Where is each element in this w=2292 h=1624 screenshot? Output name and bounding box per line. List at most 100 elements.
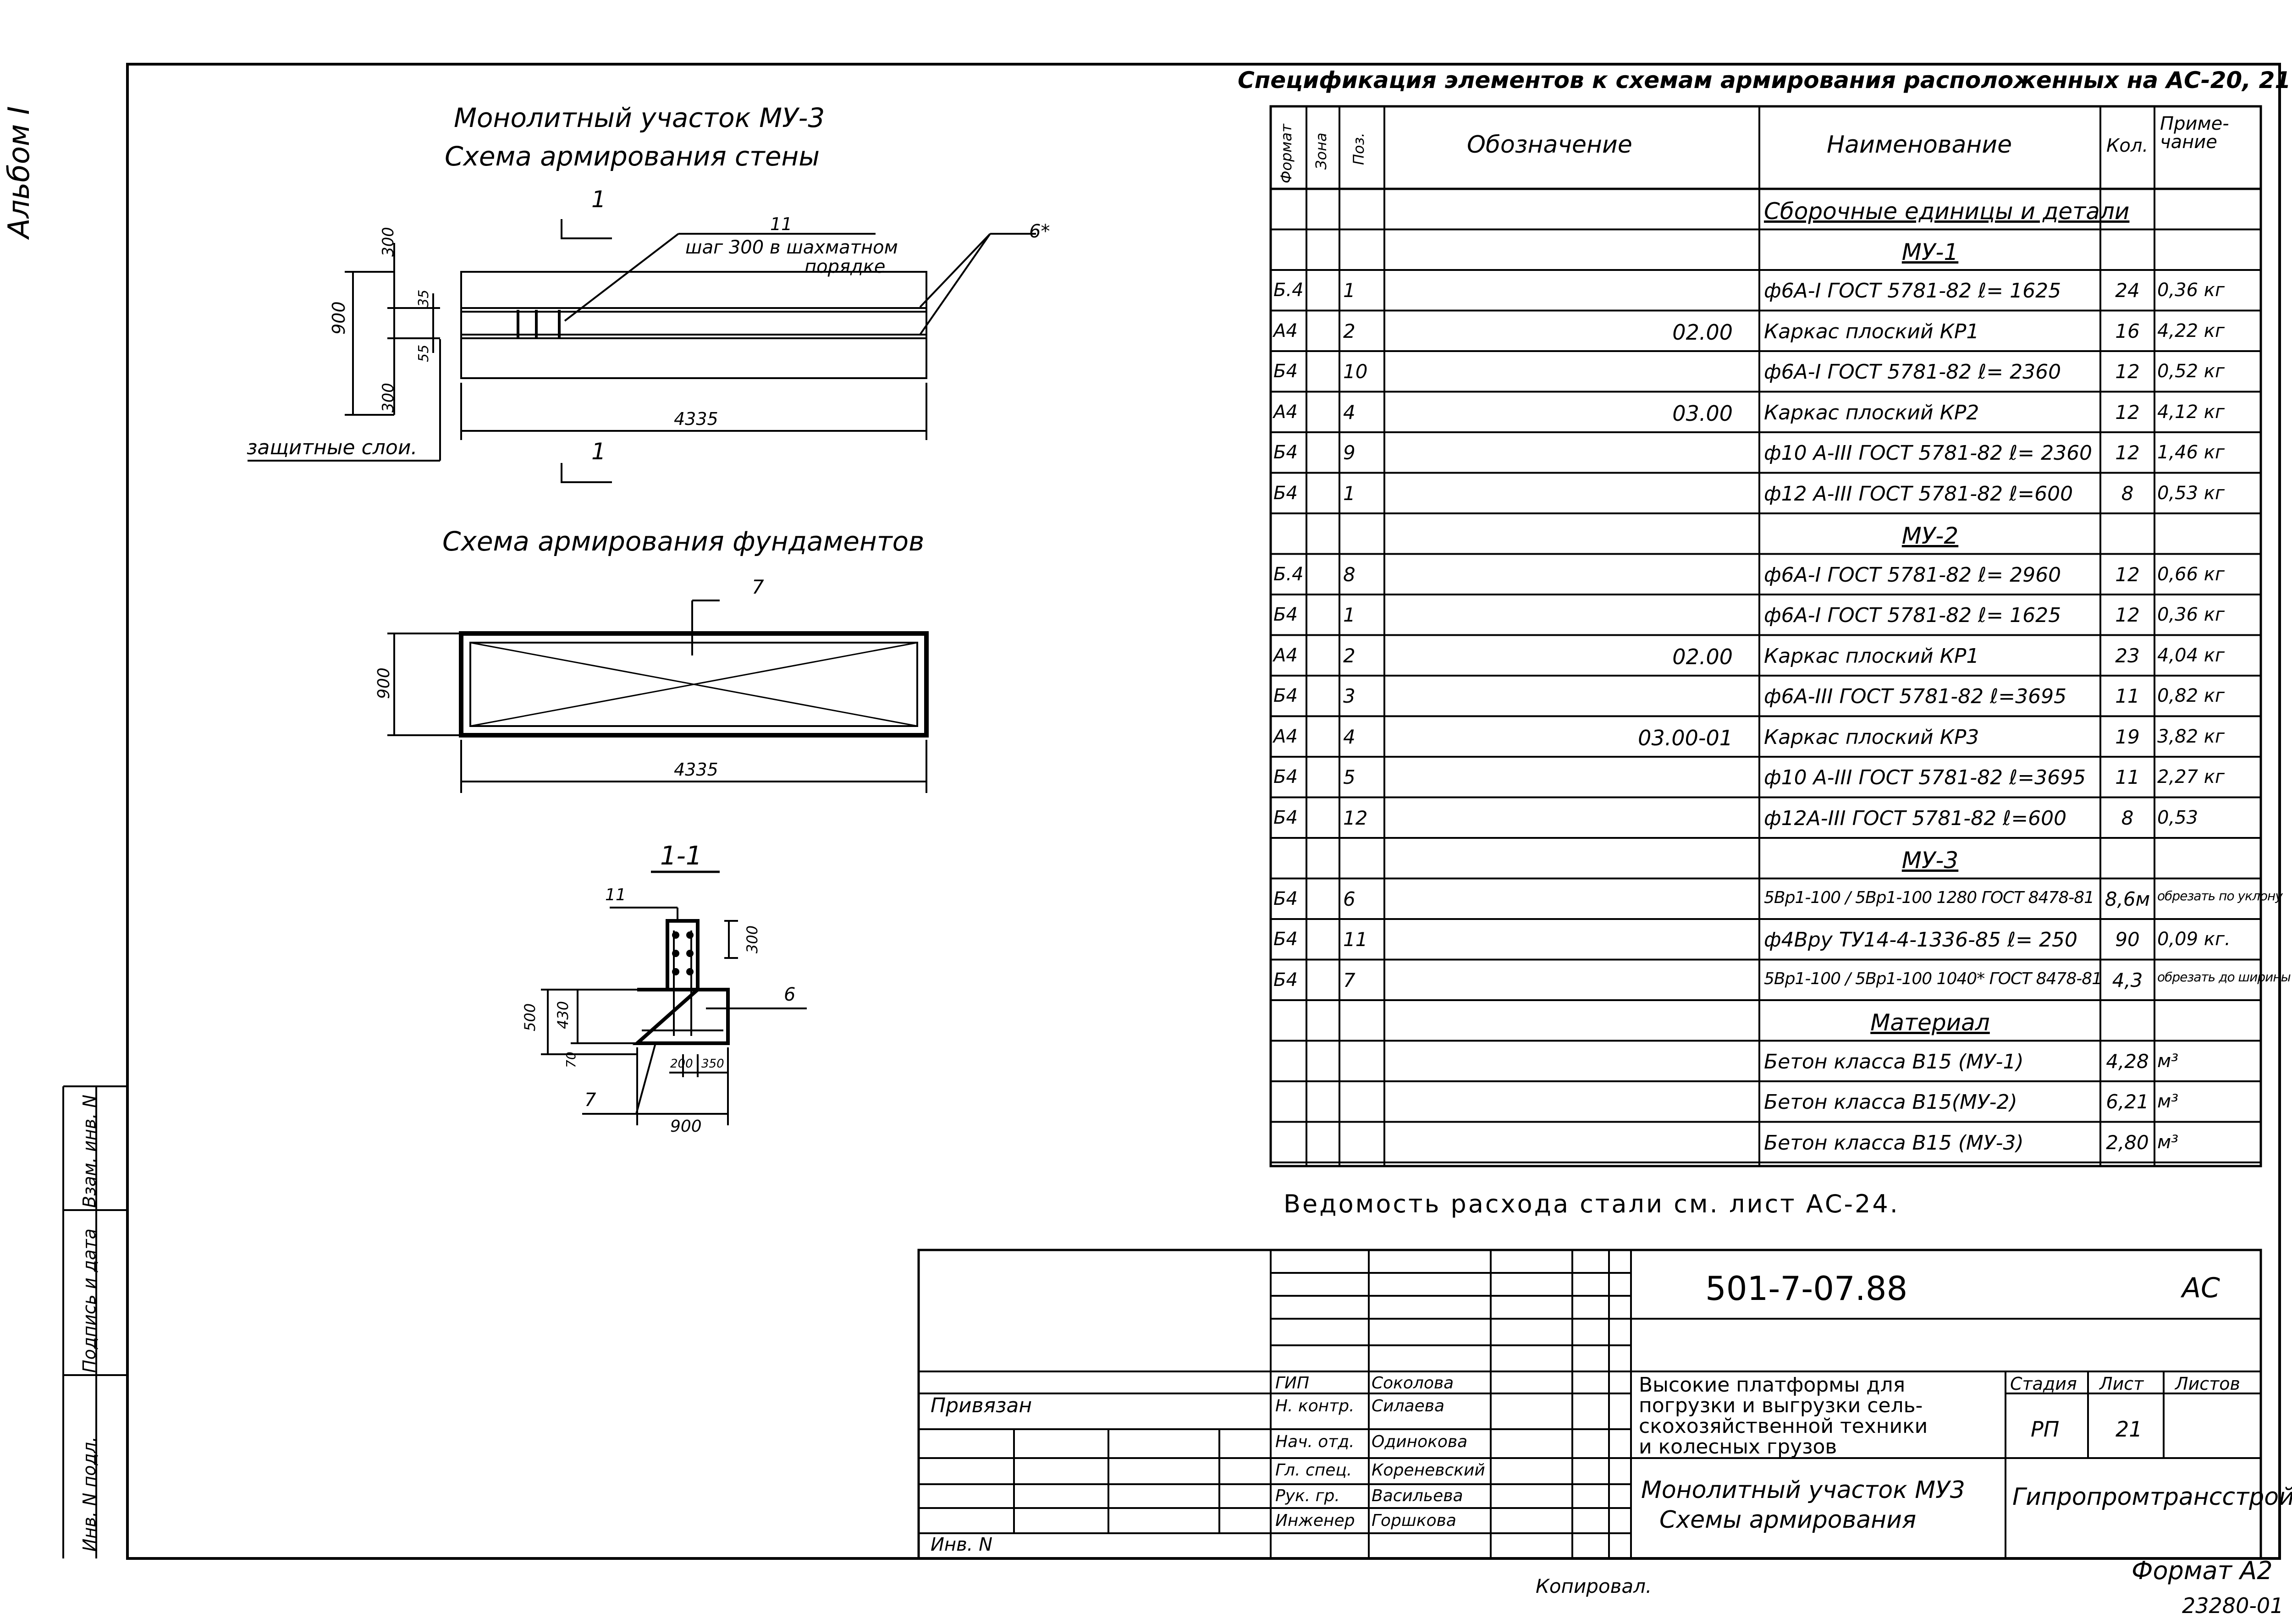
spec-cell-note: 0,09 кг.	[2157, 929, 2231, 950]
section-mark-bottom: 1	[591, 438, 606, 465]
section-dim-350: 350	[701, 1057, 724, 1071]
sheet-value: 21	[2116, 1417, 2143, 1442]
spec-cell-note: обрезать до ширины 860	[2157, 969, 2292, 985]
spec-cell-pos: 1	[1343, 482, 1355, 505]
spec-cell-format: Б4	[1273, 766, 1298, 787]
stage-label: Стадия	[2010, 1374, 2077, 1394]
spec-cell-name: Бетон класса В15(МУ-2)	[1764, 1090, 2017, 1114]
spec-cell-note: 4,12 кг	[2157, 401, 2225, 423]
spec-cell-qty: 12	[2115, 360, 2140, 383]
wall-dim-900: 900	[329, 301, 349, 335]
sheet-label: Лист	[2099, 1374, 2144, 1394]
tb-name: Горшкова	[1372, 1511, 1456, 1530]
spec-cell-designation: 02.00	[1672, 319, 1733, 345]
tb-name: Силаева	[1372, 1397, 1445, 1415]
section-pos-6: 6	[784, 984, 796, 1005]
wall-pos-6: 6*	[1029, 221, 1050, 242]
wall-scheme-title-1: Монолитный участок МУ-3	[454, 102, 825, 133]
spec-cell-format: Б4	[1273, 604, 1298, 625]
spec-cell-name: МУ-3	[1901, 847, 1959, 874]
doc-code: 501-7-07.88	[1705, 1269, 1908, 1308]
spec-cell-format: Б.4	[1273, 563, 1304, 585]
spec-cell-note: 0,53 кг	[2157, 482, 2225, 504]
spec-cell-qty: 90	[2115, 928, 2140, 951]
spec-cell-name: Каркас плоский КР1	[1764, 319, 1979, 343]
section-dim-430: 430	[554, 1001, 572, 1029]
spec-cell-name: 5Вр1-100 / 5Вр1-100 1040* ГОСТ 8478-81	[1764, 969, 2102, 988]
spec-cell-name: Материал	[1870, 1009, 1990, 1036]
section-dim-500: 500	[521, 1003, 539, 1031]
spec-cell-qty: 11	[2115, 685, 2140, 707]
spec-cell-note: 4,22 кг	[2157, 320, 2225, 341]
spec-cell-pos: 8	[1343, 563, 1355, 586]
section-dim-200: 200	[670, 1057, 693, 1071]
spec-cell-format: Б4	[1273, 969, 1298, 991]
project-title-2: погрузки и выгрузки сель-	[1639, 1394, 1923, 1417]
foundation-dim-4335: 4335	[674, 760, 718, 780]
spec-cell-pos: 4	[1343, 725, 1355, 748]
spec-cell-name: Каркас плоский КР3	[1764, 725, 1979, 749]
spec-header-designation: Обозначение	[1467, 131, 1632, 159]
spec-cell-format: А4	[1273, 320, 1298, 341]
sheet-title-2: Схемы армирования	[1659, 1506, 1917, 1534]
inv-label: Инв. N	[931, 1534, 992, 1555]
project-title-4: и колесных грузов	[1639, 1435, 1837, 1459]
tb-role: Рук. гр.	[1275, 1486, 1340, 1505]
wall-pos-11: 11	[770, 214, 793, 234]
spec-cell-name: ф10 А-III ГОСТ 5781-82 ℓ= 2360	[1764, 441, 2093, 465]
spec-header-name: Наименование	[1827, 131, 2012, 159]
copied-label: Копировал.	[1536, 1575, 1652, 1597]
spec-cell-qty: 12	[2115, 604, 2140, 626]
spec-cell-format: Б4	[1273, 361, 1298, 382]
spec-cell-pos: 11	[1343, 928, 1368, 951]
sheets-label: Листов	[2175, 1374, 2240, 1394]
spec-cell-qty: 24	[2115, 279, 2140, 302]
spec-header-qty: Кол.	[2106, 135, 2149, 156]
spec-cell-qty: 8	[2121, 482, 2134, 505]
tb-role: ГИП	[1275, 1374, 1310, 1393]
spec-cell-note: 0,53	[2157, 807, 2198, 828]
spec-cell-format: Б4	[1273, 685, 1298, 706]
wall-dim-55: 55	[416, 344, 432, 362]
spec-cell-qty: 23	[2115, 644, 2140, 667]
spec-cell-pos: 2	[1343, 644, 1355, 667]
spec-cell-pos: 5	[1343, 766, 1355, 788]
spec-cell-note: 2,27 кг	[2157, 766, 2225, 787]
spec-cell-name: ф10 А-III ГОСТ 5781-82 ℓ=3695	[1764, 766, 2086, 789]
spec-cell-name: Каркас плоский КР2	[1764, 401, 1979, 424]
spec-cell-pos: 9	[1343, 441, 1355, 464]
spec-cell-name: Бетон класса В15 (МУ-1)	[1764, 1050, 2024, 1073]
tb-name: Одинокова	[1372, 1432, 1468, 1451]
foundation-scheme-title: Схема армирования фундаментов	[442, 526, 925, 557]
spec-cell-pos: 7	[1343, 969, 1355, 991]
tb-role: Нач. отд.	[1275, 1432, 1355, 1451]
spec-cell-designation: 03.00-01	[1638, 725, 1733, 750]
stamp-inv-podl: Инв. N подл.	[79, 1436, 99, 1552]
spec-cell-name: МУ-2	[1901, 523, 1959, 549]
spec-header-note: Приме-чание	[2160, 113, 2229, 153]
wall-dim-4335: 4335	[674, 409, 718, 429]
section-dim-900: 900	[670, 1117, 702, 1136]
spec-cell-name: ф6А-I ГОСТ 5781-82 ℓ= 1625	[1764, 604, 2061, 627]
spec-cell-qty: 4,3	[2112, 969, 2143, 991]
foundation-dim-900: 900	[375, 667, 393, 699]
spec-cell-pos: 6	[1343, 887, 1355, 910]
section-title: 1-1	[660, 841, 702, 871]
wall-dim-300-bottom: 300	[379, 383, 397, 413]
spec-header-zone: Зона	[1312, 132, 1330, 170]
spec-cell-format: А4	[1273, 644, 1298, 666]
spec-cell-name: ф12А-III ГОСТ 5781-82 ℓ=600	[1764, 806, 2067, 830]
spec-cell-note: м³	[2157, 1050, 2179, 1072]
spec-cell-note: 0,36 кг	[2157, 604, 2225, 625]
spec-header-format: Формат	[1278, 124, 1295, 183]
foundation-pos-7: 7	[752, 576, 764, 598]
spec-cell-note: 0,52 кг	[2157, 361, 2225, 382]
spec-cell-qty: 8,6м	[2105, 887, 2150, 910]
spec-cell-format: Б.4	[1273, 280, 1304, 301]
privyazan-label: Привязан	[931, 1394, 1032, 1417]
tb-role: Н. контр.	[1275, 1397, 1355, 1415]
spec-cell-format: Б4	[1273, 888, 1298, 909]
tb-name: Васильева	[1372, 1486, 1463, 1505]
spec-cell-qty: 6,21	[2106, 1090, 2149, 1113]
step-note-2: порядке	[804, 256, 886, 277]
